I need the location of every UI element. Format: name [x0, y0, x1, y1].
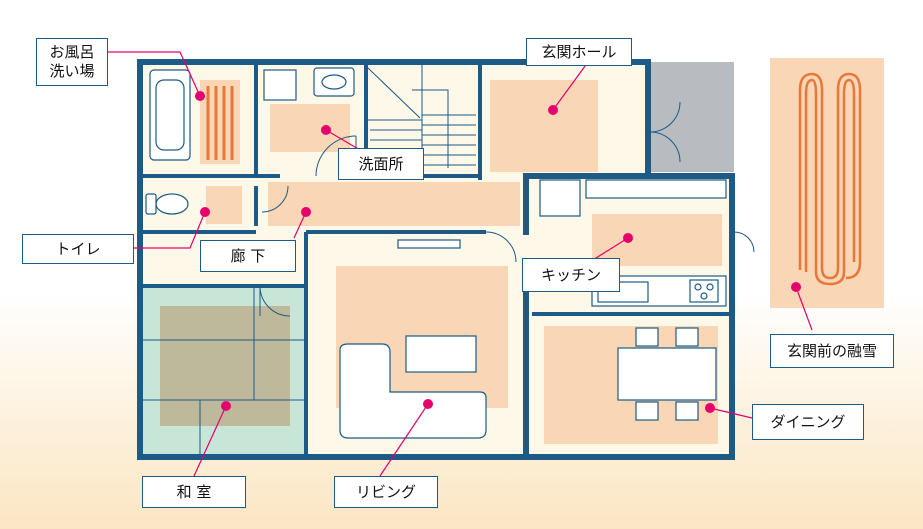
marker: [195, 91, 205, 101]
label-japanese-room: 和 室: [142, 476, 246, 508]
kitchen-heating-zone: [592, 214, 722, 266]
markers: [195, 91, 801, 413]
sofa: [339, 343, 487, 439]
washing-machine: [263, 69, 297, 101]
marker: [321, 125, 331, 135]
entrance-porch: [648, 62, 734, 172]
wash-basin: [313, 67, 355, 97]
label-toilet: トイレ: [22, 234, 134, 264]
label-living: リビング: [334, 476, 438, 508]
label-dining: ダイニング: [752, 404, 864, 440]
marker: [548, 105, 558, 115]
marker: [221, 401, 231, 411]
marker: [705, 403, 715, 413]
marker: [791, 282, 801, 292]
chair: [675, 401, 699, 421]
label-entrance-hall: 玄関ホール: [526, 38, 632, 66]
toilet-heating-zone: [206, 186, 242, 224]
marker: [200, 207, 210, 217]
chair: [635, 401, 659, 421]
marker: [301, 207, 311, 217]
kitchen-counter-back: [585, 179, 727, 199]
marker: [423, 399, 433, 409]
bathtub: [149, 69, 191, 161]
snow-melting-pad: [770, 58, 884, 308]
label-bath: お風呂 洗い場: [36, 38, 108, 86]
snow-melting-pipe-inner: [804, 78, 856, 286]
marker: [623, 233, 633, 243]
dining-table: [617, 347, 717, 401]
bath-heating-zone: [200, 80, 240, 164]
snow-melting-pipe: [798, 72, 862, 280]
bath-heating-pipe: [206, 86, 234, 160]
washroom-heating-zone: [270, 104, 350, 152]
chair: [635, 327, 659, 347]
label-kitchen: キッチン: [522, 258, 620, 292]
label-snow-melting: 玄関前の融雪: [770, 334, 894, 368]
label-washroom: 洗面所: [338, 148, 424, 180]
tv: [397, 239, 461, 249]
hallway-heating-zone: [268, 182, 520, 226]
living-table: [405, 335, 477, 373]
exterior-walls: [137, 59, 735, 460]
label-hallway: 廊 下: [200, 240, 296, 272]
toilet: [155, 193, 189, 215]
chair: [675, 327, 699, 347]
leader-lines: [106, 51, 813, 477]
fridge: [539, 179, 581, 217]
entrance-hall-heating-zone: [490, 80, 598, 172]
tatami-lines: [142, 288, 306, 454]
